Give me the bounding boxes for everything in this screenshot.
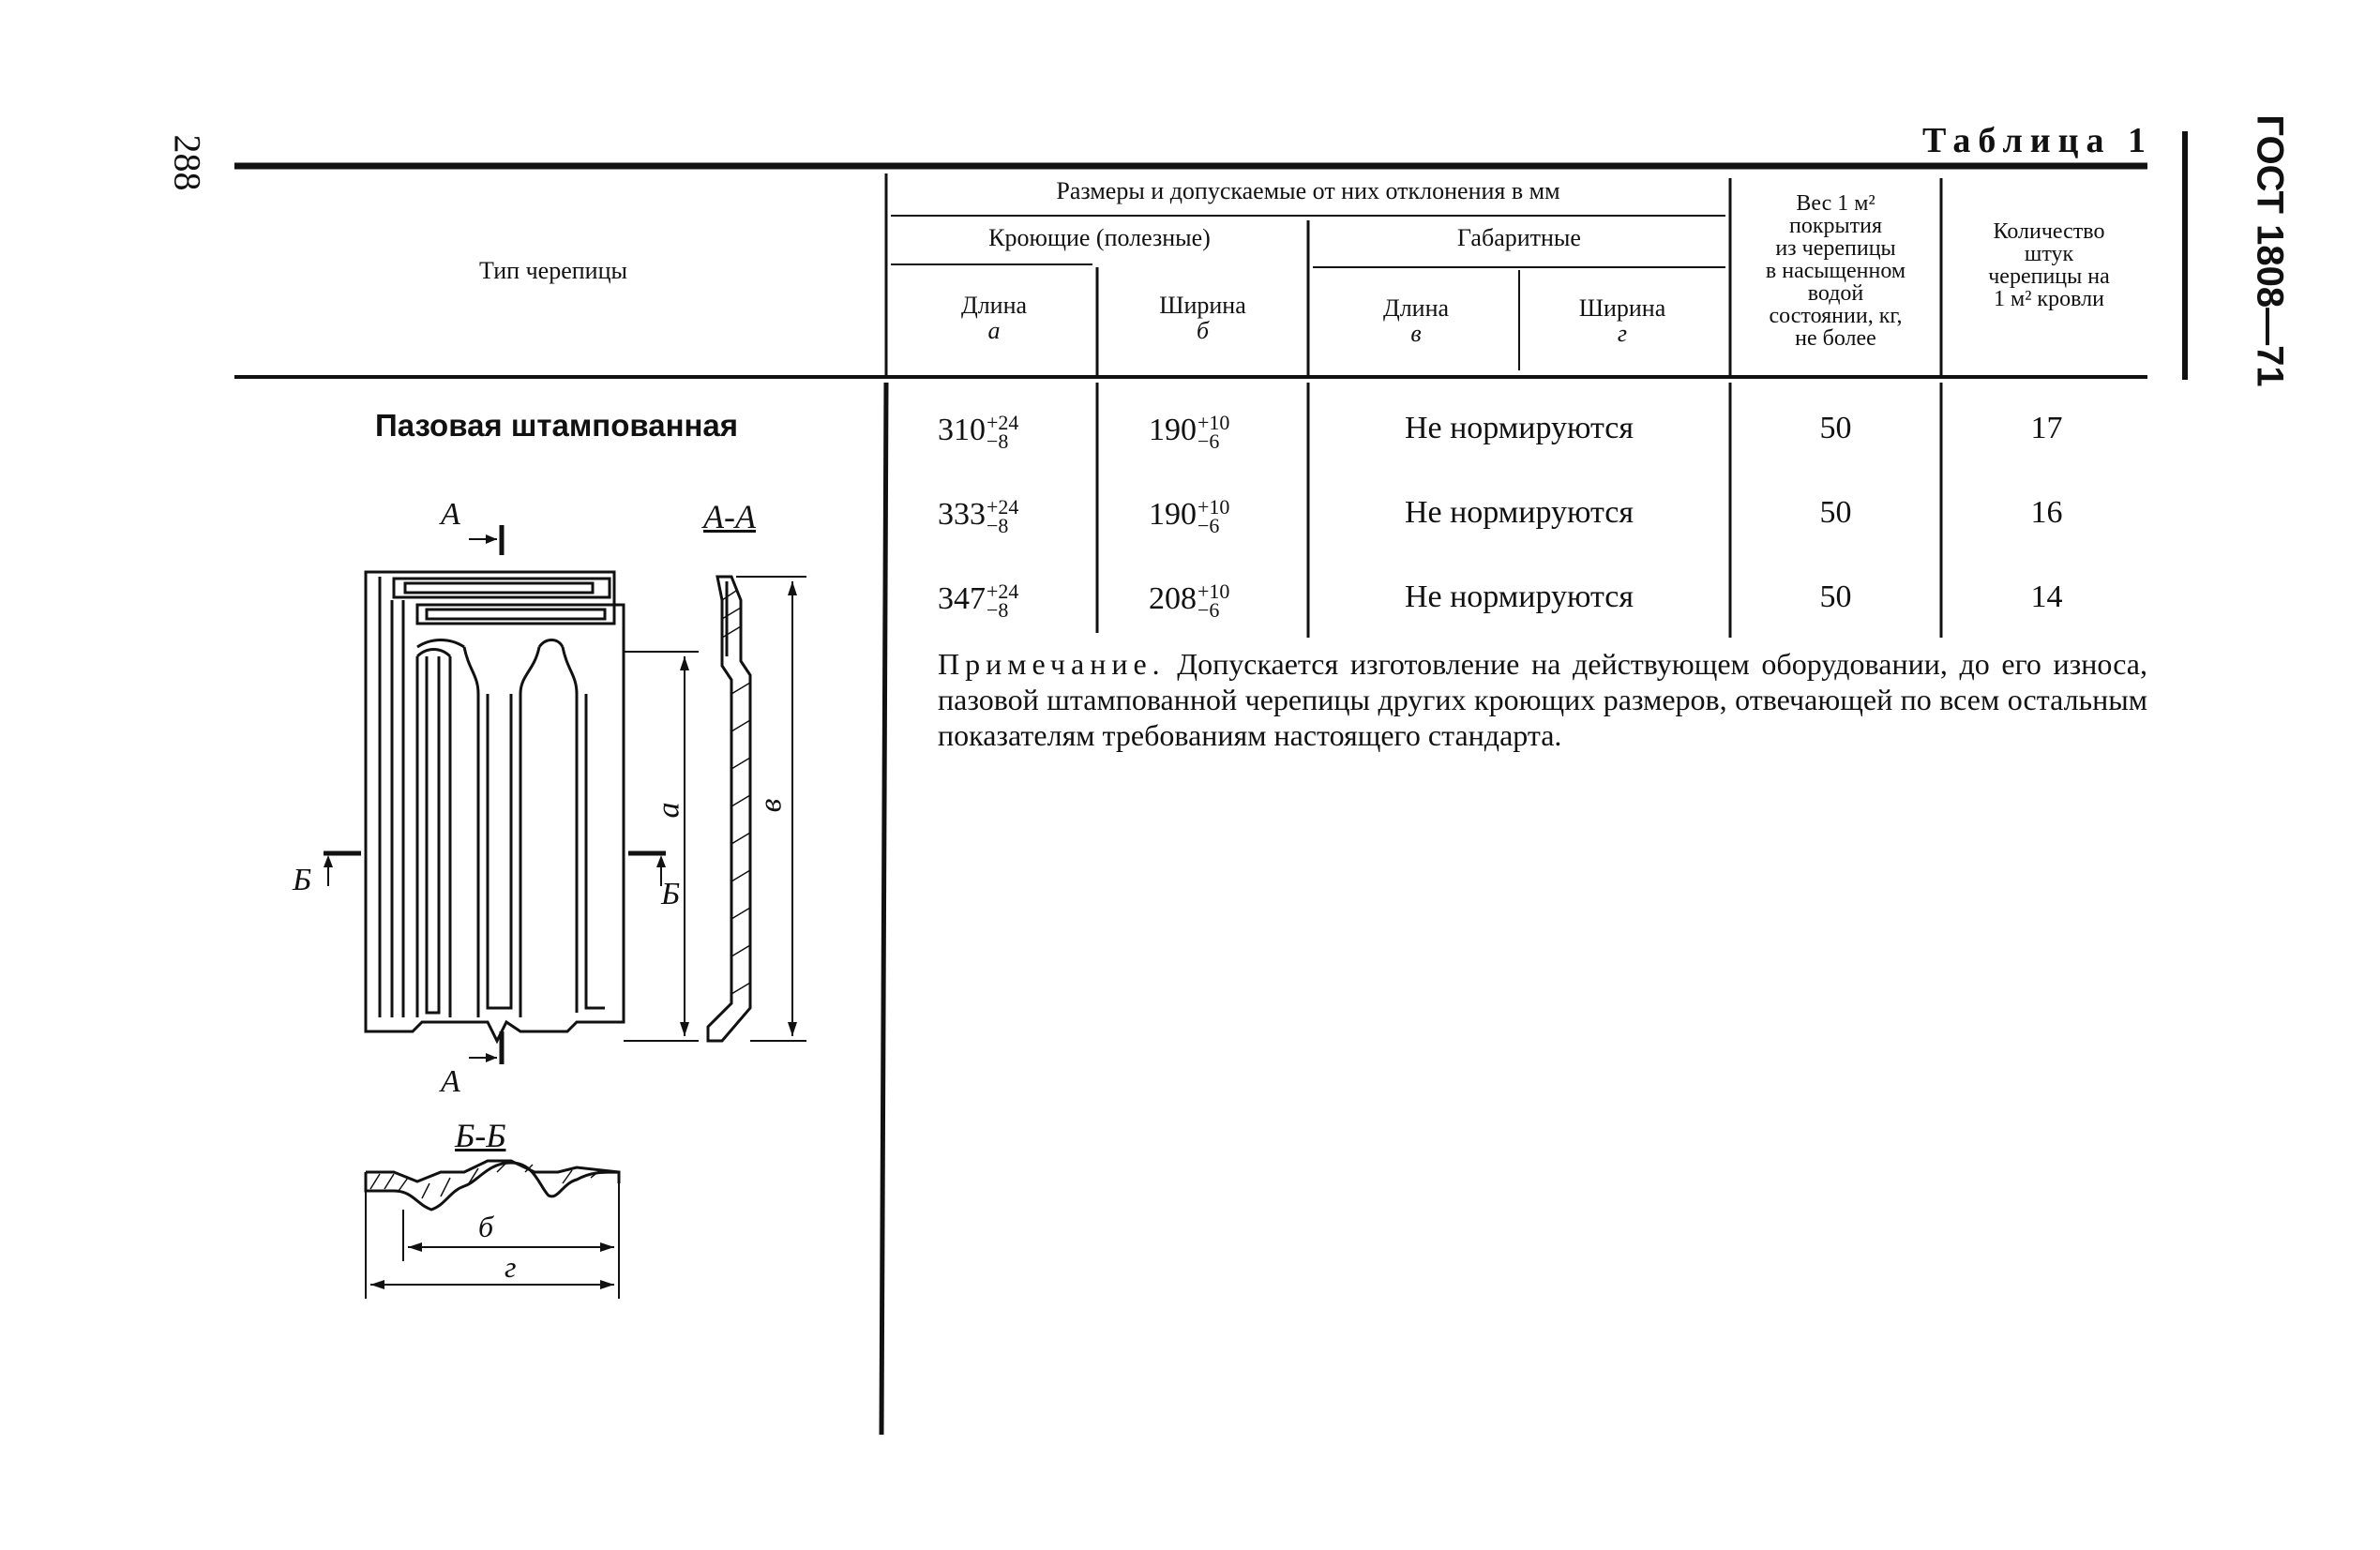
overall-value: Не нормируются bbox=[1404, 579, 1634, 614]
header-ov-width: Ширина г bbox=[1578, 294, 1666, 348]
header-type: Тип черепицы bbox=[479, 257, 627, 284]
header-cov-width: Ширина б bbox=[1159, 292, 1246, 345]
header-dimensions-group: Размеры и допускаемые от них отклонения … bbox=[1056, 177, 1560, 204]
cov-length-value: 310+24−8 bbox=[938, 411, 1019, 454]
count-value: 16 bbox=[2030, 495, 2063, 530]
mark-a-bottom: А bbox=[441, 1064, 460, 1099]
note-label: Примечание. bbox=[938, 647, 1166, 681]
cov-length-value: 347+24−8 bbox=[938, 579, 1019, 623]
section-aa-label: А-А bbox=[703, 498, 756, 535]
table-title: Таблица 1 bbox=[1922, 121, 2154, 160]
cov-width-value: 208+10−6 bbox=[1149, 579, 1230, 623]
header-overall-group: Габаритные bbox=[1457, 224, 1581, 251]
header-covering-group: Кроющие (полезные) bbox=[988, 224, 1211, 251]
dim-v-label: в bbox=[753, 798, 789, 813]
weight-value: 50 bbox=[1819, 495, 1852, 530]
mark-a-top: А bbox=[441, 497, 460, 532]
count-value: 14 bbox=[2030, 579, 2063, 614]
mark-b-left: Б bbox=[293, 863, 312, 897]
weight-value: 50 bbox=[1819, 579, 1852, 614]
cov-width-value: 190+10−6 bbox=[1149, 411, 1230, 454]
section-bb-label: Б-Б bbox=[455, 1117, 506, 1154]
dim-a-label: а bbox=[651, 802, 686, 819]
count-value: 17 bbox=[2030, 411, 2063, 445]
dim-b-label: б bbox=[478, 1210, 494, 1243]
cov-width-value: 190+10−6 bbox=[1149, 495, 1230, 538]
header-ov-length: Длина в bbox=[1382, 294, 1450, 348]
weight-value: 50 bbox=[1819, 411, 1852, 445]
header-count: Количество штук черепицы на 1 м² кровли bbox=[1988, 219, 2110, 311]
tile-type-label: Пазовая штампованная bbox=[375, 408, 739, 443]
overall-value: Не нормируются bbox=[1404, 495, 1634, 530]
overall-value: Не нормируются bbox=[1404, 411, 1634, 445]
header-cov-length: Длина а bbox=[960, 292, 1028, 345]
note-paragraph: Примечание. Допускается изготовление на … bbox=[938, 647, 2147, 753]
mark-b-right: Б bbox=[661, 877, 681, 911]
note-text: Допускается изготовление на действующем … bbox=[938, 647, 2148, 752]
tile-drawing bbox=[324, 525, 806, 1299]
cov-length-value: 333+24−8 bbox=[938, 495, 1019, 538]
header-weight: Вес 1 м² покрытия из черепицы в насыщенн… bbox=[1765, 191, 1906, 351]
dim-g-label: г bbox=[505, 1250, 517, 1284]
